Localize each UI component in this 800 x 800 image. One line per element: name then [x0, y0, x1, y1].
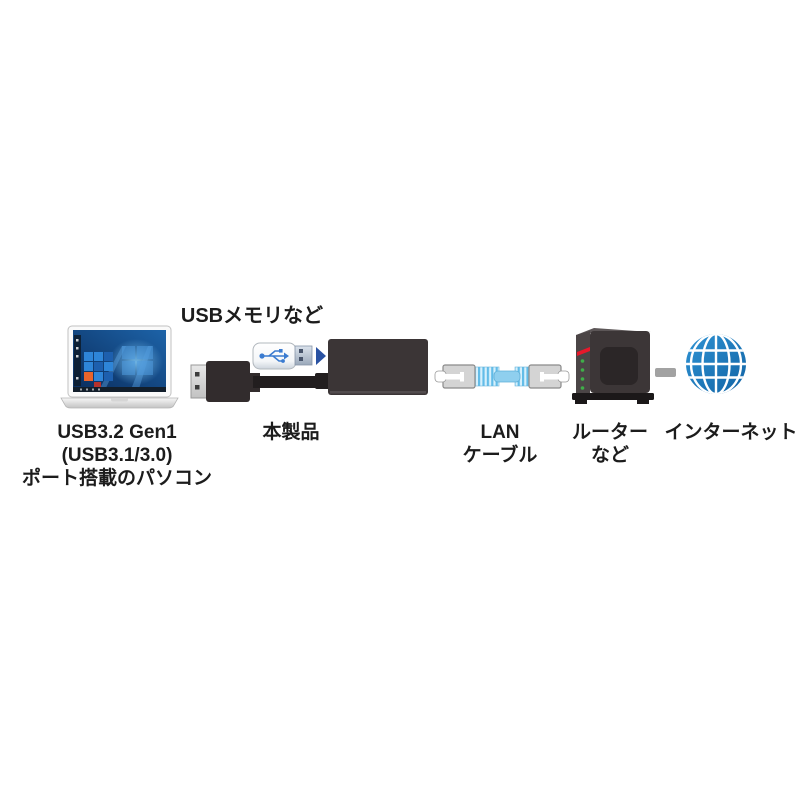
adapter-cable [253, 376, 333, 388]
pc-label-line1: USB3.2 Gen1 [57, 422, 177, 443]
usb-plug-body [206, 361, 250, 402]
pc-label-line3: ポート搭載のパソコン [21, 468, 212, 489]
laptop-icon [60, 325, 179, 409]
router-icon [572, 328, 654, 404]
router-label: ルーター など [560, 421, 660, 467]
pc-label: USB3.2 Gen1 (USB3.1/3.0) ポート搭載のパソコン [17, 421, 217, 490]
arrow-right-icon [316, 347, 326, 365]
router-red-stripe [577, 347, 590, 356]
lan-cable-icon [434, 364, 570, 389]
router-label-line1: ルーター [571, 422, 648, 443]
router-label-line2: など [590, 445, 629, 466]
internet-globe-icon [686, 334, 746, 394]
lan-cable-label-line1: LAN [480, 422, 520, 443]
lan-cable-label-line2: ケーブル [462, 445, 538, 466]
usb-memory-icon [252, 342, 326, 370]
usb-plug-metal [190, 364, 208, 399]
product-label: 本製品 [262, 422, 320, 443]
rj45-connector-right [528, 364, 570, 389]
usb-memory-label: USBメモリなど [180, 305, 324, 327]
usb-lan-adapter-icon [190, 339, 428, 402]
usb-trident-logo [262, 350, 286, 362]
lan-cable-label: LAN ケーブル [450, 421, 550, 467]
start-menu-tiles [84, 352, 113, 389]
adapter-box [328, 339, 428, 395]
internet-label: インターネット [664, 422, 798, 443]
rj45-connector-left [434, 364, 476, 389]
pc-label-line2: (USB3.1/3.0) [61, 445, 173, 466]
router-leds [580, 359, 585, 390]
connection-dash [655, 368, 676, 377]
